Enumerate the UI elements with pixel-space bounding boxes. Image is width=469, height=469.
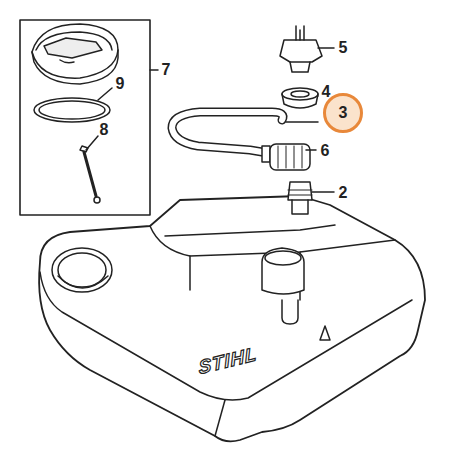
callout-number: 2 (339, 185, 348, 201)
callout-number: 3 (339, 105, 348, 121)
callout-number: 6 (321, 143, 330, 159)
callout-number: 9 (116, 76, 125, 92)
callout-number: 7 (162, 62, 171, 78)
callout-number: 4 (322, 84, 331, 100)
callout-number: 5 (339, 40, 348, 56)
callout-number: 8 (100, 122, 109, 138)
